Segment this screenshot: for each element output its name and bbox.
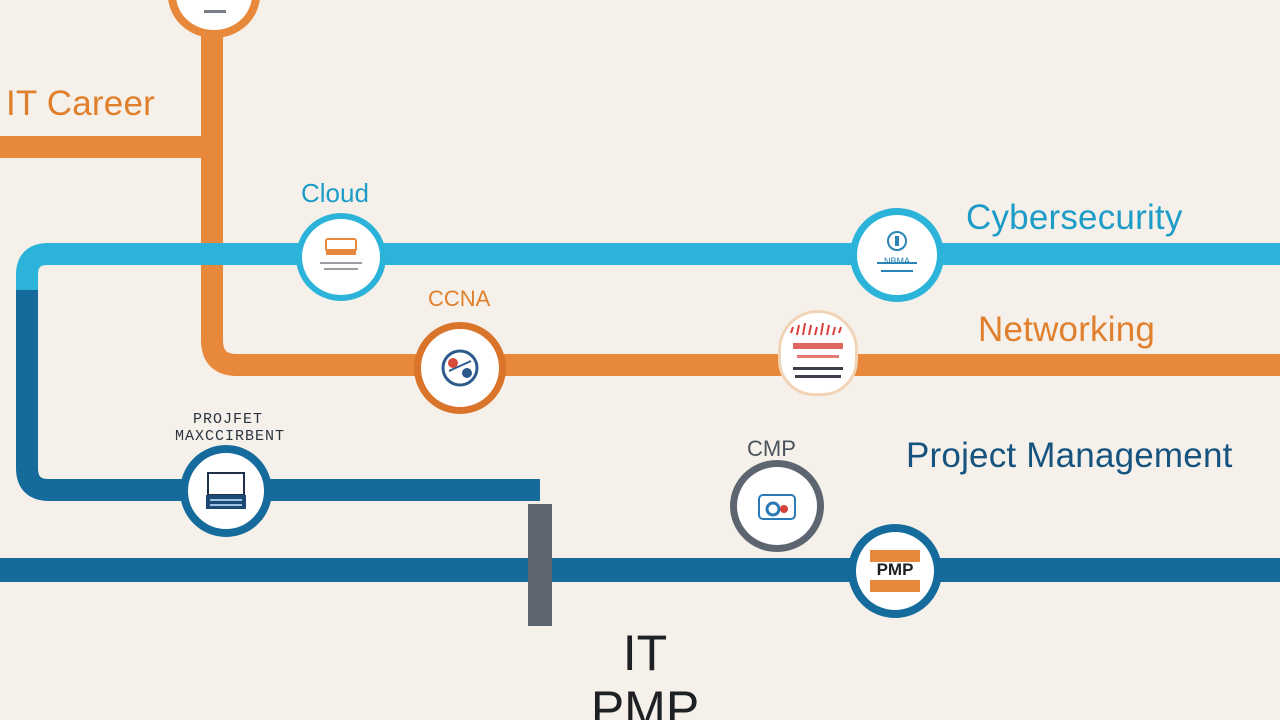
shield-icon <box>877 231 917 272</box>
laptop-icon <box>206 472 246 509</box>
line-networking <box>201 0 1280 376</box>
cloud-icon <box>320 238 362 270</box>
stop-cloud[interactable] <box>296 213 386 301</box>
pmp-badge-text: PMP <box>876 560 914 579</box>
pmp-icon <box>870 550 920 592</box>
stop-ccna[interactable] <box>414 322 506 414</box>
stop-icon <box>204 10 226 13</box>
line-project-management-left <box>16 290 540 501</box>
cmp-icon <box>758 494 796 520</box>
stop-networking-badge[interactable] <box>778 310 858 396</box>
label-cybersecurity: Cybersecurity <box>966 198 1183 237</box>
heading-pmp: PMP <box>590 681 700 720</box>
label-it-career: IT Career <box>6 84 155 123</box>
stop-cmp[interactable] <box>730 460 824 552</box>
heading-it: IT <box>622 625 668 681</box>
stop-project-management[interactable] <box>180 445 272 537</box>
line-cybersecurity <box>16 243 1280 290</box>
network-icon <box>441 349 479 387</box>
cisco-icon <box>790 322 843 378</box>
label-project-management-small-1: PROJFET <box>192 411 263 428</box>
label-cmp: CMP <box>747 436 796 461</box>
cyber-badge-text: NBMA <box>883 256 910 266</box>
label-cloud: Cloud <box>301 178 369 208</box>
stop-cybersecurity[interactable]: NBMA <box>850 208 944 302</box>
label-networking: Networking <box>978 310 1156 349</box>
label-ccna: CCNA <box>428 286 491 311</box>
label-project-management-small-2: MAXCCIRBENT <box>174 428 286 445</box>
stop-pmp[interactable]: PMP <box>848 524 942 618</box>
label-project-management: Project Management <box>906 436 1233 475</box>
